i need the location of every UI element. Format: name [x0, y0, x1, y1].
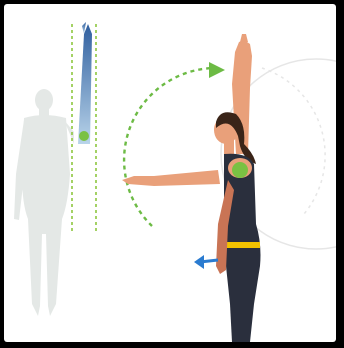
leotard-stripe	[224, 242, 260, 248]
illustration-frame	[4, 4, 336, 342]
woman-figure	[122, 34, 261, 342]
shoulder-joint-marker	[232, 162, 248, 178]
woman-horizontal-arm	[122, 170, 220, 186]
silhouette-joint-marker	[79, 131, 89, 141]
shoulder-exercise-illustration	[4, 4, 336, 342]
motion-arc-right	[262, 68, 325, 214]
silhouette-figure	[14, 22, 92, 316]
arrow-left-icon	[194, 255, 218, 269]
silhouette-raised-arm	[78, 24, 92, 144]
motion-arc	[124, 68, 217, 226]
arrow-up-right-icon	[209, 62, 225, 78]
